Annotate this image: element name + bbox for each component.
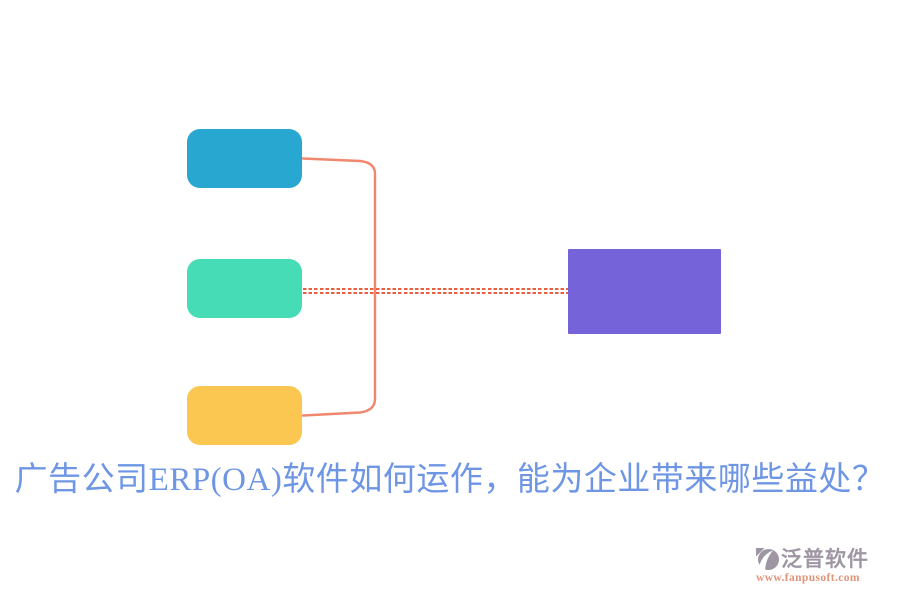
page-title: 广告公司ERP(OA)软件如何运作，能为企业带来哪些益处？ (14, 462, 886, 498)
watermark-brand: 泛普软件 (781, 547, 869, 571)
flow-box-middle (187, 259, 302, 318)
watermark-brand-row: 泛普软件 (756, 547, 892, 571)
dashed-connector-row-top (303, 288, 568, 290)
flow-box-bottom (187, 386, 302, 445)
bracket-connector (301, 157, 377, 417)
flow-box-top (187, 129, 302, 188)
bracket-connector-path (301, 157, 377, 417)
fanpu-logo-icon (756, 547, 779, 571)
watermark: 泛普软件 www.fanpusoft.com (756, 547, 892, 584)
dashed-connector (303, 288, 568, 294)
dashed-connector-row-bottom (303, 292, 568, 294)
watermark-url: www.fanpusoft.com (756, 572, 860, 584)
result-box (568, 249, 721, 334)
